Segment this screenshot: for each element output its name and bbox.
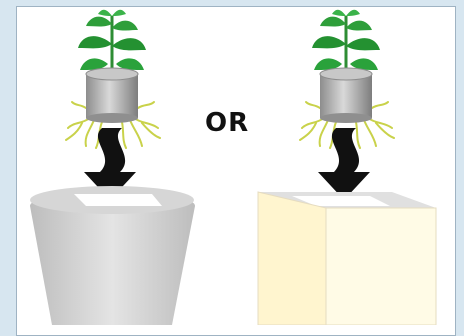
box-container-icon: [258, 192, 436, 325]
right-down-arrow-icon: [318, 128, 370, 200]
container-choice-diagram: [0, 0, 464, 325]
cone-container-icon: [30, 186, 195, 325]
right-pot: [320, 68, 372, 123]
left-pot: [86, 68, 138, 123]
or-separator-label: OR: [205, 108, 249, 138]
